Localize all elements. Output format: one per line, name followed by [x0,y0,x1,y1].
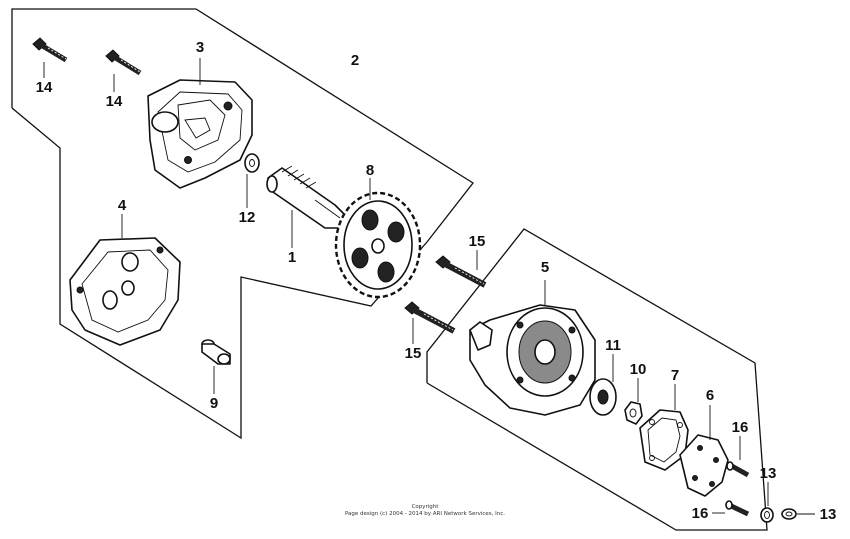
bolt-15-lower[interactable] [404,301,456,334]
o-ring-13-right[interactable] [781,508,797,520]
label-16b: 16 [692,505,709,522]
pump-body-5[interactable] [469,304,596,416]
inner-rotor-11[interactable] [589,378,617,416]
label-6: 6 [706,387,714,404]
label-4: 4 [118,197,127,214]
screw-16-upper[interactable] [726,461,750,478]
label-14b: 14 [106,93,123,110]
dowel-pin-9[interactable] [201,339,231,365]
pump-body-outline [426,228,768,531]
pump-cover-3[interactable] [147,79,253,189]
screw-16-lower[interactable] [725,500,750,517]
label-8: 8 [366,162,374,179]
end-plate-6[interactable] [679,434,729,497]
label-1: 1 [288,249,296,266]
pump-cover-4[interactable] [69,237,181,346]
washer-12[interactable] [244,153,260,173]
label-13b: 13 [820,506,837,523]
label-5: 5 [541,259,549,276]
outer-rotor-10[interactable] [624,401,643,425]
bolt-15-upper[interactable] [435,255,487,288]
drive-gear-8[interactable] [334,191,422,299]
gasket-7[interactable] [639,409,689,471]
label-10: 10 [630,361,647,378]
label-3: 3 [196,39,204,56]
bolt-14-left[interactable] [32,37,68,63]
label-9: 9 [210,395,218,412]
label-15a: 15 [469,233,486,250]
bolt-14-right[interactable] [105,49,142,76]
pump-shaft-1[interactable] [266,165,346,229]
label-16a: 16 [732,419,749,436]
label-12: 12 [239,209,256,226]
copyright-line-1: Copyright [412,504,440,510]
label-11: 11 [605,337,621,354]
label-14a: 14 [36,79,53,96]
assembly-2-outline [11,8,474,440]
copyright-line-2: Page design (c) 2004 - 2014 by ARI Netwo… [345,511,505,517]
label-7: 7 [671,367,679,384]
o-ring-13-left[interactable] [760,507,774,523]
label-15b: 15 [405,345,422,362]
label-13a: 13 [760,465,777,482]
label-2: 2 [351,52,359,69]
